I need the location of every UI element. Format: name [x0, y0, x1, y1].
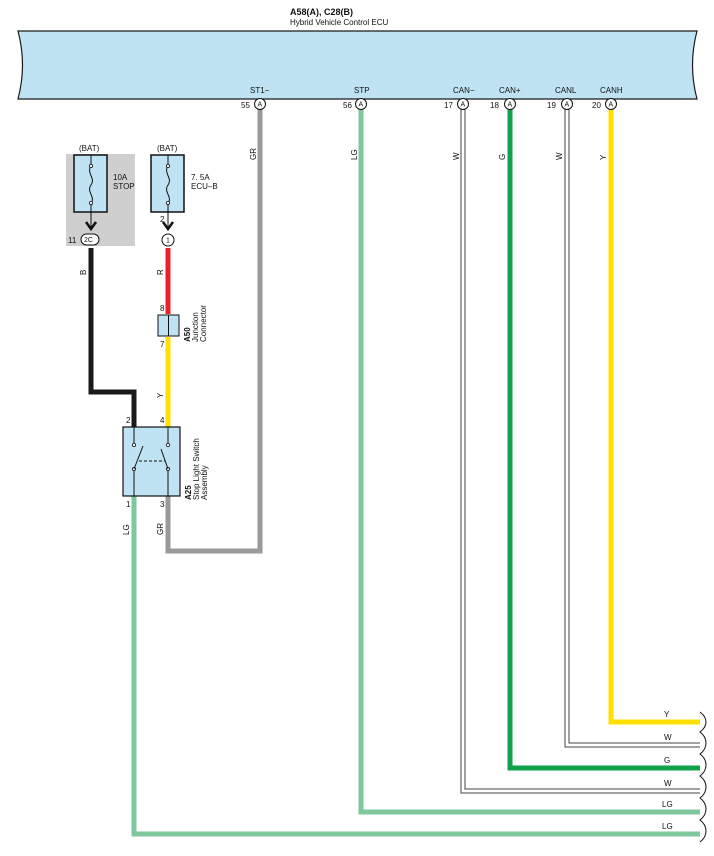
pin-20: 20 — [592, 101, 601, 110]
can-plus-wire — [507, 108, 700, 771]
label-st1-wire: GR — [249, 148, 258, 160]
fuse10-name: STOP — [113, 182, 135, 191]
stop-light-switch — [122, 426, 181, 497]
fuse75-conn: 1 — [166, 238, 170, 245]
terminal-conn-56: A — [359, 102, 364, 109]
terminal-conn-18: A — [508, 102, 513, 109]
signal-canl: CANL — [555, 86, 577, 95]
switch-pin-1: 1 — [126, 500, 131, 509]
fuse75-rating: 7. 5A — [191, 173, 210, 182]
canl-wire — [564, 108, 700, 748]
signal-can-plus: CAN+ — [499, 86, 521, 95]
pin-17: 17 — [444, 101, 453, 110]
switch-name2: Assembly — [200, 465, 209, 500]
fuse10-conn: 2C — [84, 237, 93, 244]
label-switch-pin1-wire: LG — [122, 524, 131, 535]
pin-55: 55 — [241, 101, 250, 110]
fuse10-rating: 10A — [113, 173, 128, 182]
pin-56: 56 — [343, 101, 352, 110]
fuse10-wire — [88, 248, 137, 427]
harness-label-switch: LG — [662, 822, 673, 831]
pin-18: 18 — [490, 101, 499, 110]
switch-name1: Stop Light Switch — [192, 438, 201, 500]
junction-code: A50 — [183, 327, 192, 342]
harness-label-canl: W — [664, 733, 672, 742]
fuse75-supply: (BAT) — [157, 144, 178, 153]
switch-pin-4: 4 — [160, 416, 165, 425]
ecu-name: Hybrid Vehicle Control ECU — [290, 18, 388, 27]
ecu-box — [17, 30, 698, 100]
label-fuse75-wire: R — [156, 269, 165, 275]
harness-label-canh: Y — [664, 710, 670, 719]
label-junction-out-wire: Y — [156, 392, 165, 398]
pin-19: 19 — [547, 101, 556, 110]
junction-pin-in: 8 — [160, 304, 165, 313]
junction-pin-out: 7 — [160, 340, 165, 349]
switch-pin-3: 3 — [160, 500, 165, 509]
label-stp-wire: LG — [350, 149, 359, 160]
fuse10-supply: (BAT) — [79, 144, 100, 153]
fuse-10a-stop — [73, 154, 108, 213]
stp-wire — [358, 108, 700, 815]
harness-label-can-minus: W — [664, 779, 672, 788]
junction-name2: Connector — [199, 305, 208, 342]
junction-name1: Junction — [191, 312, 200, 342]
fuse75-pin: 2 — [160, 215, 165, 224]
ecu-terminals: A A A A A A — [254, 98, 617, 110]
fuse10-connector-oval — [80, 233, 100, 246]
st1-wire — [165, 108, 263, 554]
label-can-minus-wire: W — [452, 152, 461, 160]
fuse75-connector-circle — [161, 233, 175, 247]
signal-can-minus: CAN− — [453, 86, 475, 95]
label-canh-wire: Y — [599, 154, 608, 160]
terminal-conn-17: A — [461, 102, 466, 109]
fuse10-pin: 11 — [68, 236, 77, 245]
signal-canh: CANH — [600, 86, 623, 95]
ecu-terminal-labels: ST1− STP CAN− CAN+ CANL CANH 55 56 17 18… — [241, 86, 623, 110]
switch-code: A25 — [184, 485, 193, 500]
terminal-conn-19: A — [565, 102, 570, 109]
harness-break-line — [699, 711, 707, 843]
signal-st1: ST1− — [250, 86, 270, 95]
label-can-plus-wire: G — [498, 154, 507, 160]
ecu-code: A58(A), C28(B) — [290, 7, 353, 17]
label-fuse10-wire: B — [79, 270, 88, 275]
switch-pin1-wire — [131, 496, 700, 837]
label-canl-wire: W — [555, 152, 564, 160]
harness-label-can-plus: G — [664, 756, 670, 765]
can-minus-wire — [460, 108, 700, 794]
label-switch-pin3-wire: GR — [156, 523, 165, 535]
fuse-7-5a-ecu-b — [150, 154, 185, 213]
canh-wire — [608, 108, 700, 725]
terminal-conn-55: A — [258, 102, 263, 109]
harness-labels: Y W G W LG LG — [662, 710, 673, 831]
vertical-wire-labels: GR LG W G W Y B R Y LG GR — [79, 148, 608, 535]
harness-label-stp: LG — [662, 800, 673, 809]
switch-pin-2: 2 — [126, 416, 131, 425]
signal-stp: STP — [354, 86, 370, 95]
fuse75-name: ECU–B — [191, 182, 218, 191]
terminal-conn-20: A — [609, 102, 614, 109]
